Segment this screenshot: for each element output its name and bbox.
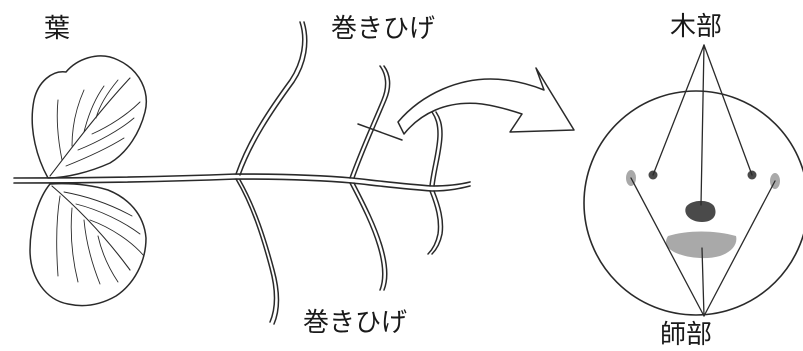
phloem-label: 師部 <box>660 320 712 350</box>
tendril-label-bottom: 巻きひげ <box>303 308 407 338</box>
leaf-upper <box>32 56 146 178</box>
xylem-label: 木部 <box>670 12 722 42</box>
tendrils <box>236 22 443 324</box>
leaf-label: 葉 <box>44 14 70 44</box>
tendril-label-top: 巻きひげ <box>331 14 435 44</box>
phloem-bottom-patch <box>666 232 736 259</box>
stem-cross-section <box>584 45 803 316</box>
leaf-lower <box>30 184 146 306</box>
curved-arrow-icon <box>398 68 574 134</box>
